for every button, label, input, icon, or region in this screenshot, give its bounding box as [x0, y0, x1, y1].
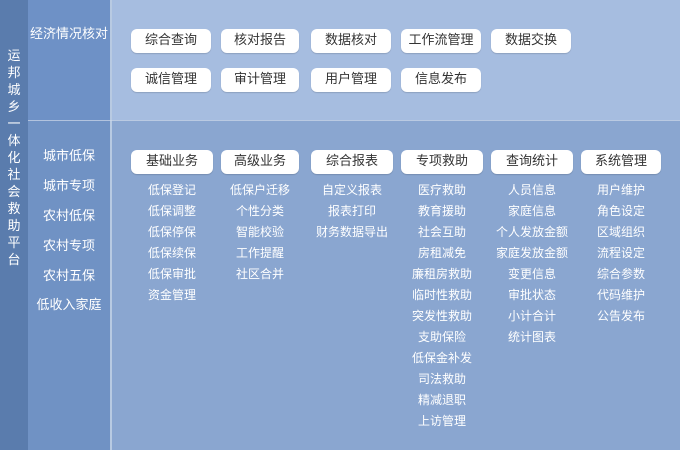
menu-item[interactable]: 综合参数	[596, 267, 645, 281]
menu-item[interactable]: 智能校验	[235, 225, 284, 239]
left-link-rural-special[interactable]: 农村专项	[42, 239, 95, 254]
menu-item[interactable]: 个人发放金额	[495, 225, 568, 239]
category-economic-check[interactable]: 经济情况核对	[29, 27, 108, 42]
menu-item[interactable]: 低保停保	[147, 225, 196, 239]
menu-item[interactable]: 司法救助	[417, 372, 466, 386]
menu-item[interactable]: 区域组织	[596, 225, 645, 239]
menu-item[interactable]: 支助保险	[417, 330, 466, 344]
menu-item[interactable]: 廉租房救助	[411, 267, 472, 281]
menu-item[interactable]: 人员信息	[507, 183, 556, 197]
btn-check-report[interactable]: 核对报告	[221, 29, 299, 53]
category-panel-top	[28, 0, 110, 120]
menu-item[interactable]: 用户维护	[596, 183, 645, 197]
left-link-rural-dibao[interactable]: 农村低保	[42, 209, 95, 224]
menu-item[interactable]: 房租减免	[417, 246, 466, 260]
column-header[interactable]: 查询统计	[491, 150, 573, 174]
menu-item[interactable]: 流程设定	[596, 246, 645, 260]
column-query-statistics: 查询统计 人员信息 家庭信息 个人发放金额 家庭发放金额 变更信息 审批状态 小…	[491, 150, 573, 348]
menu-item[interactable]: 财务数据导出	[315, 225, 388, 239]
menu-item[interactable]: 低保审批	[147, 267, 196, 281]
column-reports: 综合报表 自定义报表 报表打印 财务数据导出	[311, 150, 393, 243]
btn-audit-management[interactable]: 审计管理	[221, 68, 299, 92]
column-basic-business: 基础业务 低保登记 低保调整 低保停保 低保续保 低保审批 资金管理	[131, 150, 213, 306]
menu-item[interactable]: 低保续保	[147, 246, 196, 260]
menu-item[interactable]: 家庭信息	[507, 204, 556, 218]
btn-credit-management[interactable]: 诚信管理	[131, 68, 211, 92]
category-panel-bottom	[28, 120, 110, 450]
column-system-management: 系统管理 用户维护 角色设定 区域组织 流程设定 综合参数 代码维护 公告发布	[581, 150, 661, 327]
menu-item[interactable]: 上访管理	[417, 414, 466, 428]
column-header[interactable]: 系统管理	[581, 150, 661, 174]
left-title-bar: 运邦城乡一体化社会救助平台	[0, 0, 28, 450]
menu-item[interactable]: 医疗救助	[417, 183, 466, 197]
column-header[interactable]: 专项救助	[401, 150, 483, 174]
column-header[interactable]: 高级业务	[221, 150, 299, 174]
column-advanced-business: 高级业务 低保户迁移 个性分类 智能校验 工作提醒 社区合并	[221, 150, 299, 285]
menu-item[interactable]: 教育援助	[417, 204, 466, 218]
menu-item[interactable]: 报表打印	[327, 204, 376, 218]
btn-data-check[interactable]: 数据核对	[311, 29, 391, 53]
menu-item[interactable]: 角色设定	[596, 204, 645, 218]
left-link-urban-dibao[interactable]: 城市低保	[42, 149, 95, 164]
top-menu-area	[112, 0, 680, 120]
menu-item[interactable]: 资金管理	[147, 288, 196, 302]
btn-info-publish[interactable]: 信息发布	[401, 68, 481, 92]
menu-item[interactable]: 工作提醒	[235, 246, 284, 260]
menu-item[interactable]: 个性分类	[235, 204, 284, 218]
menu-item[interactable]: 代码维护	[596, 288, 645, 302]
menu-item[interactable]: 社区合并	[235, 267, 284, 281]
menu-item[interactable]: 低保调整	[147, 204, 196, 218]
menu-item[interactable]: 公告发布	[596, 309, 645, 323]
btn-user-management[interactable]: 用户管理	[311, 68, 391, 92]
menu-item[interactable]: 统计图表	[507, 330, 556, 344]
menu-item[interactable]: 家庭发放金额	[495, 246, 568, 260]
left-link-urban-special[interactable]: 城市专项	[42, 179, 95, 194]
menu-item[interactable]: 低保登记	[147, 183, 196, 197]
menu-item[interactable]: 临时性救助	[411, 288, 472, 302]
menu-item[interactable]: 变更信息	[507, 267, 556, 281]
menu-item[interactable]: 低保金补发	[411, 351, 472, 365]
btn-general-query[interactable]: 综合查询	[131, 29, 211, 53]
left-link-low-income[interactable]: 低收入家庭	[36, 298, 102, 313]
column-header[interactable]: 基础业务	[131, 150, 213, 174]
menu-item[interactable]: 低保户迁移	[229, 183, 290, 197]
bottom-menu-area	[112, 121, 680, 450]
horizontal-divider	[28, 120, 680, 121]
btn-data-exchange[interactable]: 数据交换	[491, 29, 571, 53]
menu-item[interactable]: 精减退职	[417, 393, 466, 407]
column-header[interactable]: 综合报表	[311, 150, 393, 174]
column-special-aid: 专项救助 医疗救助 教育援助 社会互助 房租减免 廉租房救助 临时性救助 突发性…	[401, 150, 483, 432]
menu-item[interactable]: 审批状态	[507, 288, 556, 302]
vertical-app-title: 运邦城乡一体化社会救助平台	[7, 49, 21, 268]
btn-workflow[interactable]: 工作流管理	[401, 29, 481, 53]
menu-item[interactable]: 小计合计	[507, 309, 556, 323]
menu-item[interactable]: 突发性救助	[411, 309, 472, 323]
left-link-rural-wubao[interactable]: 农村五保	[42, 269, 95, 284]
vertical-divider	[110, 0, 112, 450]
menu-item[interactable]: 社会互助	[417, 225, 466, 239]
menu-item[interactable]: 自定义报表	[321, 183, 382, 197]
